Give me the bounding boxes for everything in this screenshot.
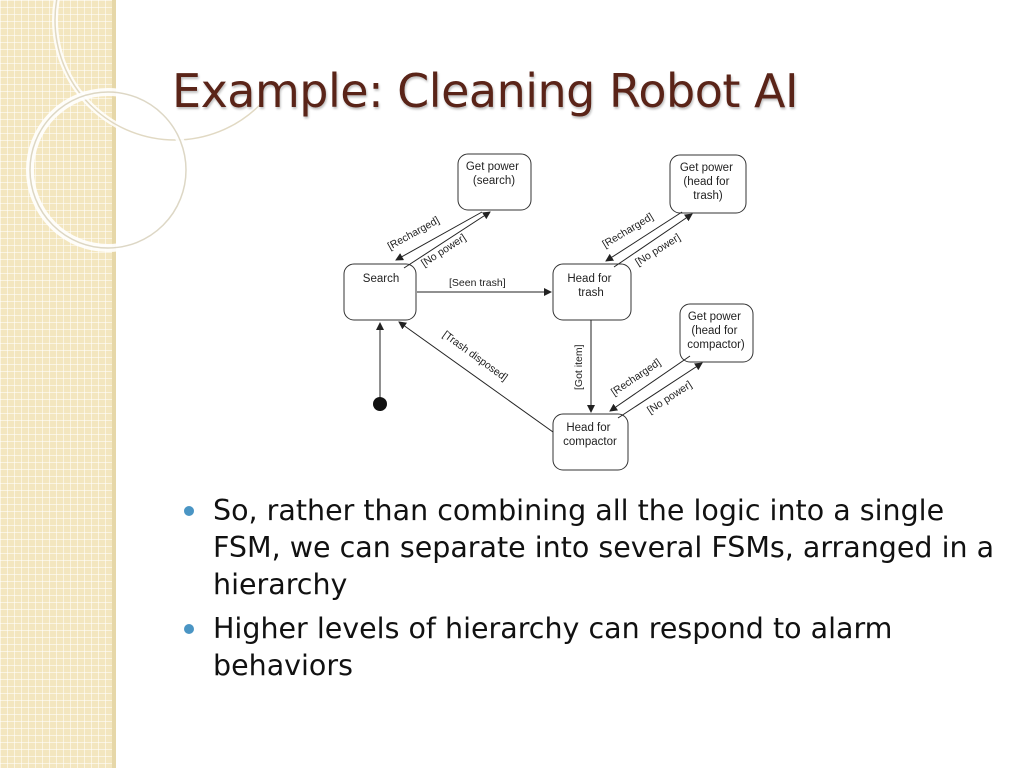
state-label-head-trash: Head for trash [567, 273, 614, 299]
label-seen-trash: [Seen trash] [449, 277, 506, 289]
fsm-diagram: Get power (search) Get power (head for t… [343, 153, 754, 471]
sidebar-edge [112, 0, 116, 768]
state-get-power-trash [669, 154, 747, 214]
label-no-power-1: [No power] [419, 232, 468, 270]
bullet-dot-icon [184, 506, 194, 516]
initial-state-dot [373, 397, 387, 411]
label-recharged-3: [Recharged] [609, 357, 663, 399]
state-label-head-compactor: Head for compactor [563, 422, 617, 448]
state-get-power-search [457, 153, 532, 211]
label-got-item: [Got item] [573, 344, 585, 390]
state-head-compactor [552, 413, 629, 471]
slide-title: Example: Cleaning Robot AI [172, 64, 799, 118]
arrow-recharged-1 [395, 211, 483, 261]
arrow-recharged-3 [609, 355, 691, 412]
label-recharged-1: [Recharged] [386, 214, 442, 252]
arrow-recharged-2 [605, 211, 683, 262]
bullet-dot-icon [184, 624, 194, 634]
label-trash-disposed: [Trash disposed] [440, 329, 510, 384]
state-search [343, 263, 417, 321]
arrow-no-power-1 [403, 211, 491, 269]
bullet-text: Higher levels of hierarchy can respond t… [213, 612, 893, 682]
bullet-text: So, rather than combining all the logic … [213, 494, 995, 601]
state-head-trash [552, 263, 632, 321]
state-label-get-power-trash: Get power (head for trash) [680, 162, 736, 202]
state-label-get-power-compactor: Get power (head for compactor) [687, 311, 745, 351]
state-get-power-compactor [679, 303, 754, 363]
bullet-list: So, rather than combining all the logic … [184, 492, 1004, 691]
arrow-no-power-3 [617, 362, 703, 419]
bullet-item: Higher levels of hierarchy can respond t… [184, 610, 1004, 684]
bullet-item: So, rather than combining all the logic … [184, 492, 1004, 603]
state-label-get-power-search: Get power (search) [466, 161, 522, 187]
arrow-trash-disposed [398, 321, 554, 433]
decorative-sidebar [0, 0, 112, 768]
state-label-search: Search [363, 273, 399, 285]
arrow-no-power-2 [613, 213, 693, 268]
